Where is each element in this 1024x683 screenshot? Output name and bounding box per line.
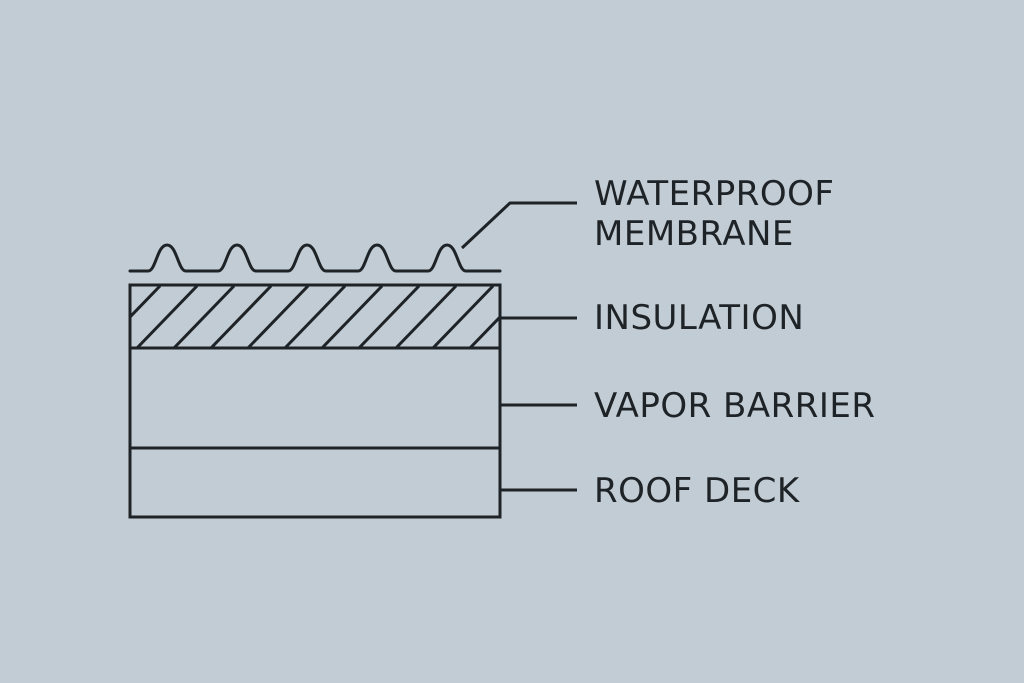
insulation-hatch [131, 286, 499, 348]
label-membrane-line1: WATERPROOF [594, 174, 835, 214]
label-insulation: INSULATION [594, 298, 805, 338]
label-vapor-barrier: VAPOR BARRIER [594, 386, 876, 426]
membrane-wave [128, 243, 502, 273]
label-waterproof-membrane: WATERPROOF MEMBRANE [594, 174, 834, 254]
label-membrane-line2: MEMBRANE [594, 214, 794, 254]
leader-membrane [460, 201, 577, 250]
roof-section-outline [128, 283, 502, 519]
label-roof-deck: ROOF DECK [594, 471, 800, 511]
